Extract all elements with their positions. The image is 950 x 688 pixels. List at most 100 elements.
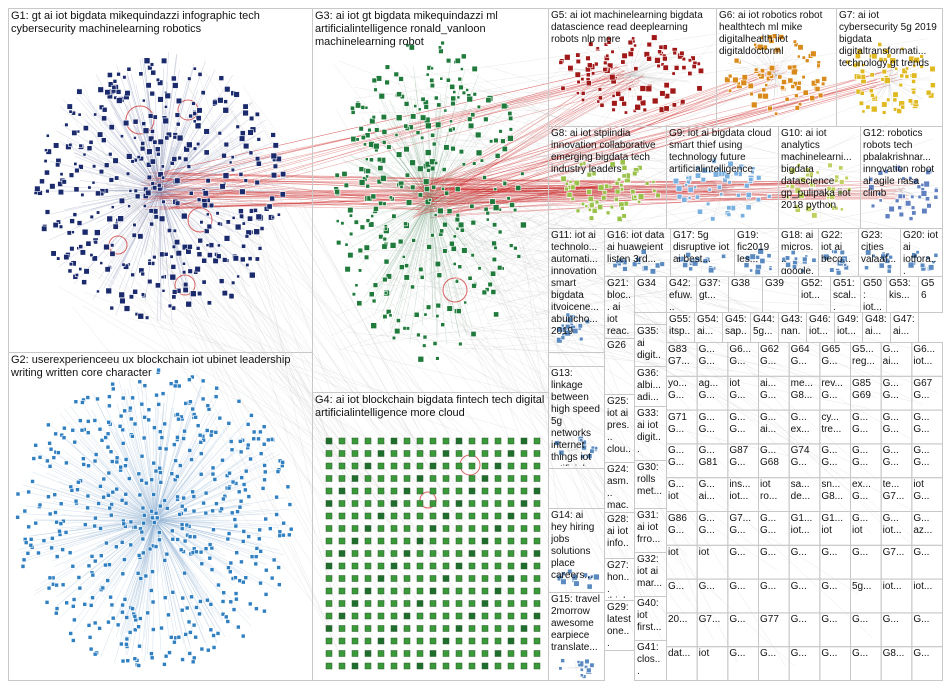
edge [775, 74, 778, 96]
cell-small-group [850, 375, 882, 411]
node [395, 151, 403, 158]
node [217, 131, 222, 136]
edge [135, 236, 494, 612]
edge [392, 232, 690, 602]
edge [154, 468, 279, 521]
node [472, 161, 477, 166]
node [168, 635, 174, 640]
node [416, 537, 424, 545]
node [403, 612, 411, 620]
node [241, 221, 246, 226]
edge [63, 450, 156, 521]
node [149, 655, 155, 661]
node [594, 199, 600, 205]
node [567, 568, 573, 575]
node [481, 537, 489, 545]
edge [154, 519, 280, 563]
edge [380, 199, 431, 280]
node [493, 311, 500, 318]
cell-small-group [758, 612, 790, 648]
node [429, 562, 437, 570]
node [572, 327, 579, 335]
node [433, 213, 438, 217]
node [429, 437, 437, 445]
node [403, 462, 411, 470]
edge [374, 227, 681, 284]
edge [346, 167, 738, 175]
node [858, 100, 864, 106]
edge [119, 519, 156, 634]
node [200, 90, 206, 96]
node [420, 135, 425, 140]
node [131, 232, 137, 238]
node [930, 82, 936, 89]
node [881, 258, 886, 262]
node [494, 650, 502, 657]
node [420, 96, 426, 102]
node [889, 57, 897, 65]
edge [254, 283, 419, 665]
node [132, 524, 138, 530]
node [351, 487, 359, 495]
edge [528, 145, 786, 340]
node [389, 242, 397, 249]
node [108, 449, 114, 455]
node [585, 55, 591, 61]
node [817, 92, 824, 99]
edge [369, 223, 712, 559]
node [801, 75, 806, 80]
edge [428, 188, 855, 250]
node [570, 184, 576, 191]
node [78, 267, 83, 272]
node [50, 536, 55, 541]
node [455, 662, 463, 670]
node [475, 131, 482, 139]
node [158, 215, 166, 222]
node [206, 300, 212, 306]
node [146, 161, 152, 168]
node [130, 434, 135, 439]
node [236, 274, 240, 279]
edge [117, 421, 156, 521]
node [231, 215, 236, 220]
edge [139, 59, 161, 191]
edge [60, 287, 375, 471]
node [163, 251, 169, 257]
node [109, 305, 115, 311]
node [417, 165, 424, 172]
node [727, 73, 733, 79]
node [556, 574, 564, 582]
node [560, 658, 565, 663]
node [161, 199, 166, 204]
node [455, 437, 463, 445]
node [192, 534, 197, 540]
node [429, 462, 437, 470]
node [76, 220, 83, 226]
edge [469, 238, 882, 311]
node [401, 255, 406, 259]
node [442, 625, 450, 632]
node [493, 245, 498, 250]
node [191, 508, 197, 514]
node [399, 264, 405, 270]
node [470, 219, 477, 226]
node [454, 186, 461, 192]
node [520, 625, 528, 632]
node [347, 252, 354, 259]
node [192, 119, 197, 124]
node [219, 506, 224, 512]
node [338, 575, 346, 582]
edge [458, 257, 675, 316]
node [846, 187, 852, 192]
node [422, 334, 428, 340]
node [111, 84, 117, 90]
node [800, 176, 807, 183]
node [203, 149, 210, 156]
node [187, 76, 192, 81]
node [142, 513, 147, 518]
node [919, 64, 924, 69]
node [396, 318, 401, 323]
node [597, 184, 605, 192]
node [109, 250, 116, 257]
edge [159, 189, 209, 318]
